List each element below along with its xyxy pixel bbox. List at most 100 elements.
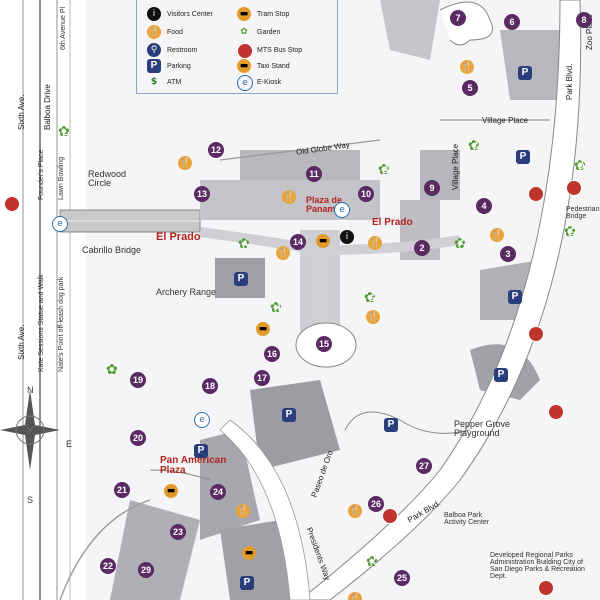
garden-a-label: A — [242, 239, 249, 249]
legend-taxi-stand: Taxi Stand — [257, 63, 290, 70]
archery-range-label: Archery Range — [156, 287, 217, 297]
village-place-vertical-label: Village Place — [451, 143, 460, 190]
marker-4[interactable]: 4 — [476, 198, 492, 214]
garden-f-label: F — [458, 239, 464, 249]
marker-24[interactable]: 24 — [210, 484, 226, 500]
marker-25[interactable]: 25 — [394, 570, 410, 586]
marker-12[interactable]: 12 — [208, 142, 224, 158]
food-icon[interactable]: 🍴 — [348, 592, 362, 600]
food-icon[interactable]: 🍴 — [178, 156, 192, 170]
garden-f-icon[interactable]: ✿ — [454, 235, 466, 251]
sixth-ave-label-bottom: Sixth Ave. — [17, 324, 26, 360]
bus-stop-icon[interactable] — [528, 326, 544, 342]
legend-restroom: Restroom — [167, 47, 198, 54]
nates-point-label: Nate's Point off-leash dog park — [58, 276, 65, 372]
garden-g-label: G — [368, 293, 376, 303]
garden-b-icon[interactable]: ✿ — [378, 161, 390, 177]
ekiosk-icon[interactable]: e — [52, 216, 68, 232]
ekiosk-icon[interactable]: e — [334, 202, 350, 218]
tram-stop-icon[interactable]: ▬ — [256, 322, 270, 336]
garden-h-label: H — [274, 303, 281, 313]
visitors-center-icon: i — [147, 7, 161, 21]
marker-29[interactable]: 29 — [138, 562, 154, 578]
parking-icon[interactable]: P — [518, 66, 532, 80]
parking-icon[interactable]: P — [508, 290, 522, 304]
bus-stop-icon[interactable] — [528, 186, 544, 202]
marker-21[interactable]: 21 — [114, 482, 130, 498]
food-icon[interactable]: 🍴 — [282, 190, 296, 204]
marker-2[interactable]: 2 — [414, 240, 430, 256]
garden-a-icon[interactable]: ✿ — [238, 235, 250, 251]
compass-n: N — [27, 385, 34, 395]
food-icon[interactable]: 🍴 — [366, 310, 380, 324]
marker-26[interactable]: 26 — [368, 496, 384, 512]
marker-20[interactable]: 20 — [130, 430, 146, 446]
marker-13[interactable]: 13 — [194, 186, 210, 202]
restroom-icon: ⚲ — [147, 43, 161, 57]
garden-k-icon[interactable]: ✿ — [366, 553, 378, 569]
garden-l-icon[interactable]: ✿ — [58, 123, 70, 139]
parking-icon[interactable]: P — [494, 368, 508, 382]
marker-22[interactable]: 22 — [100, 558, 116, 574]
marker-18[interactable]: 18 — [202, 378, 218, 394]
village-place-label: Village Place — [482, 116, 529, 125]
parking-icon[interactable]: P — [282, 408, 296, 422]
parking-icon[interactable]: P — [240, 576, 254, 590]
el-prado-right-label: El Prado — [372, 217, 413, 228]
marker-10[interactable]: 10 — [358, 186, 374, 202]
garden-h-icon[interactable]: ✿ — [270, 299, 282, 315]
food-icon[interactable]: 🍴 — [368, 236, 382, 250]
parking-icon[interactable]: P — [516, 150, 530, 164]
tram-stop-icon[interactable]: ▬ — [164, 484, 178, 498]
garden-d-icon[interactable]: ✿ — [574, 157, 586, 173]
marker-7[interactable]: 7 — [450, 10, 466, 26]
taxi-icon: ▬ — [237, 59, 251, 73]
food-icon[interactable]: 🍴 — [276, 246, 290, 260]
legend-visitors-center: Visitors Center — [167, 11, 213, 18]
bus-stop-icon[interactable] — [382, 508, 398, 524]
marker-23[interactable]: 23 — [170, 524, 186, 540]
tram-stop-icon[interactable]: ▬ — [242, 546, 256, 560]
legend-food: Food — [167, 29, 183, 36]
food-icon[interactable]: 🍴 — [236, 504, 250, 518]
parking-icon[interactable]: P — [384, 418, 398, 432]
cabrillo-bridge-label: Cabrillo Bridge — [82, 245, 142, 255]
visitors-center-icon[interactable]: i — [340, 230, 354, 244]
ekiosk-icon: e — [237, 75, 253, 91]
compass-e: E — [66, 439, 73, 449]
marker-27[interactable]: 27 — [416, 458, 432, 474]
garden-e-icon[interactable]: ✿ — [564, 223, 576, 239]
garden-g-icon[interactable]: ✿ — [364, 289, 376, 305]
marker-17[interactable]: 17 — [254, 370, 270, 386]
bus-stop-icon[interactable] — [548, 404, 564, 420]
garden-l-label: L — [62, 127, 68, 137]
marker-9[interactable]: 9 — [424, 180, 440, 196]
redwood-circle-label: Redwood Circle — [88, 169, 127, 188]
marker-5[interactable]: 5 — [462, 80, 478, 96]
pepper-grove-label: Pepper Grove Playground — [454, 419, 511, 438]
lawn-bowling-label: Lawn Bowling — [58, 156, 65, 200]
marker-16[interactable]: 16 — [264, 346, 280, 362]
bus-stop-icon[interactable] — [4, 196, 20, 212]
marker-3[interactable]: 3 — [500, 246, 516, 262]
marker-15[interactable]: 15 — [316, 336, 332, 352]
parking-icon[interactable]: P — [194, 444, 208, 458]
food-icon[interactable]: 🍴 — [460, 60, 474, 74]
legend-tram-stop: Tram Stop — [257, 11, 290, 18]
food-icon[interactable]: 🍴 — [490, 228, 504, 242]
ekiosk-icon[interactable]: e — [194, 412, 210, 428]
tram-stop-icon[interactable]: ▬ — [316, 234, 330, 248]
garden-unlabeled-icon[interactable]: ✿ — [106, 361, 118, 377]
parking-icon: P — [147, 59, 161, 73]
parking-icon[interactable]: P — [234, 272, 248, 286]
marker-19[interactable]: 19 — [130, 372, 146, 388]
marker-14[interactable]: 14 — [290, 234, 306, 250]
marker-8[interactable]: 8 — [576, 12, 592, 28]
bus-stop-icon[interactable] — [538, 580, 554, 596]
marker-6[interactable]: 6 — [504, 14, 520, 30]
food-icon[interactable]: 🍴 — [348, 504, 362, 518]
bus-stop-icon[interactable] — [566, 180, 582, 196]
garden-c-icon[interactable]: ✿ — [468, 137, 480, 153]
marker-11[interactable]: 11 — [306, 166, 322, 182]
